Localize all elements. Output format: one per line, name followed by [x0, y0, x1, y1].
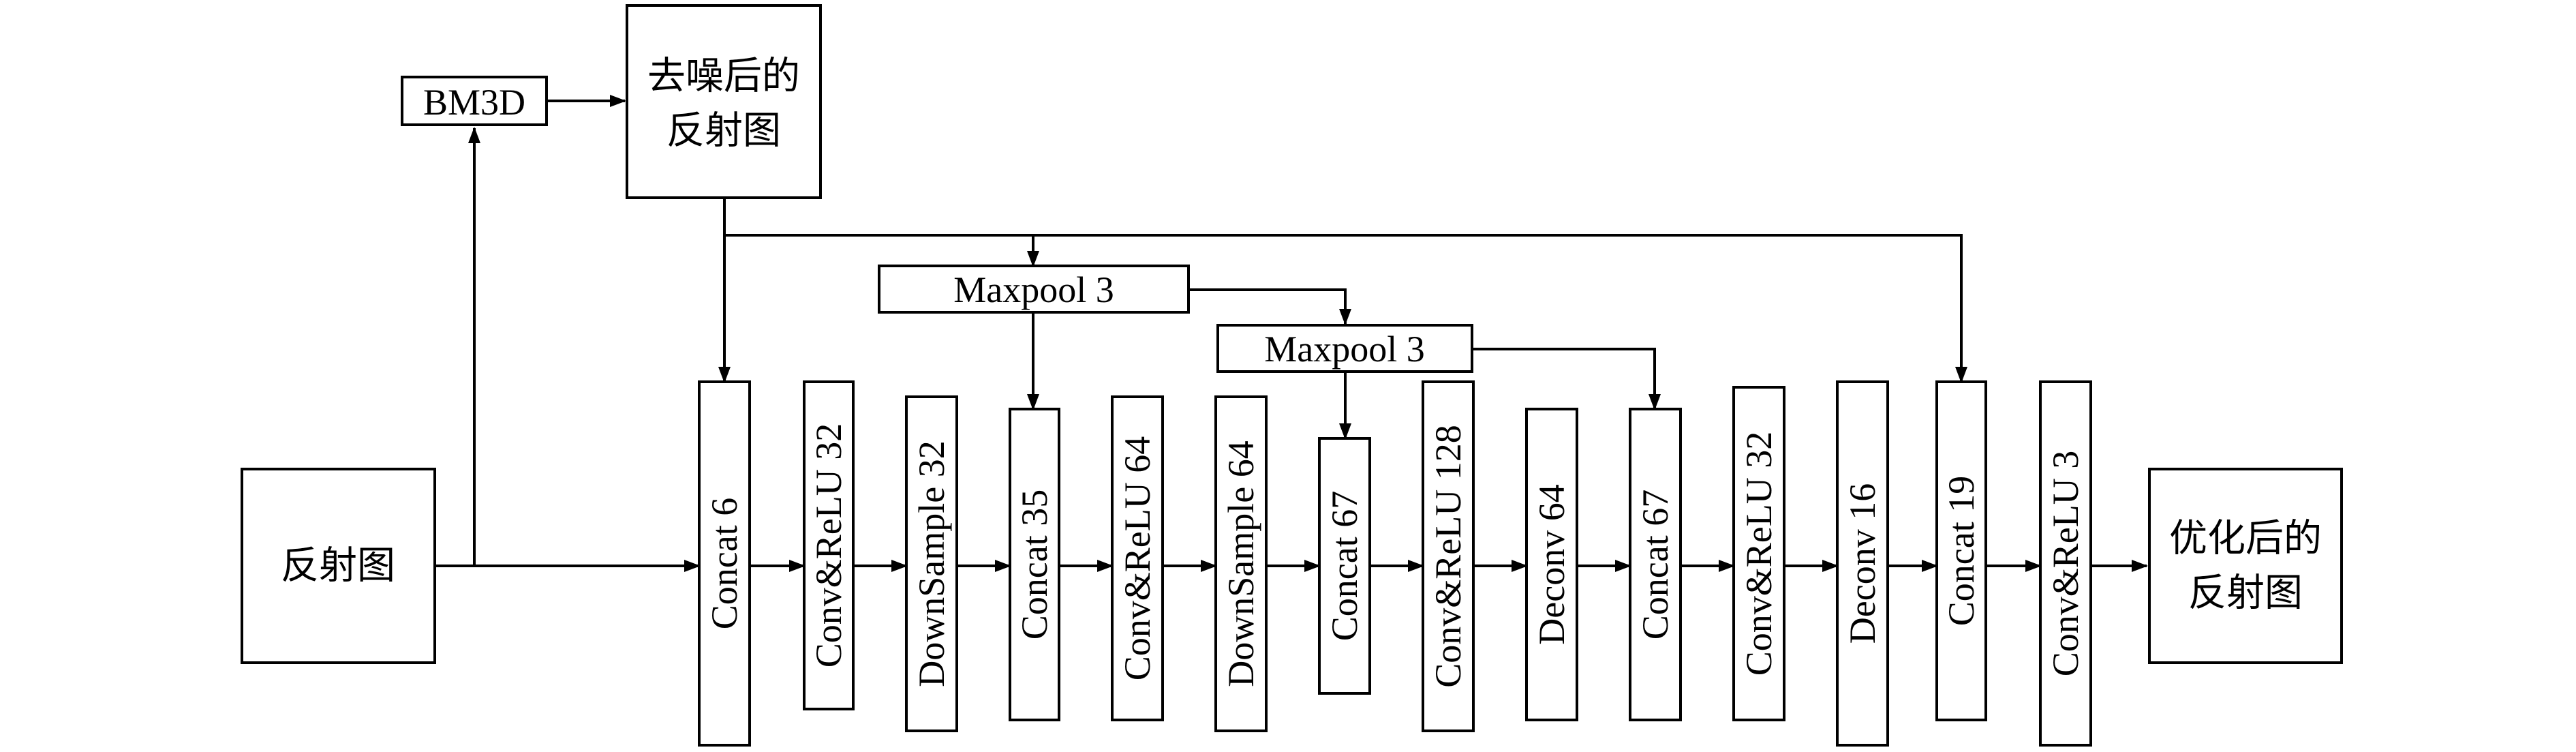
layer-label: Concat 67 — [1635, 490, 1676, 640]
layer-label: DownSample 64 — [1221, 440, 1261, 687]
layer-node: DownSample 32 — [905, 395, 958, 732]
maxpool-node-1: Maxpool 3 — [878, 265, 1190, 314]
layer-label: Deconv 16 — [1842, 483, 1883, 644]
layer-stack: Concat 6 Conv&ReLU 32 DownSample 32 Concat … — [698, 380, 2092, 747]
maxpool-node-2: Maxpool 3 — [1216, 324, 1473, 373]
layer-node: DownSample 64 — [1214, 395, 1268, 732]
layer-node: Conv&ReLU 32 — [1732, 386, 1785, 721]
layer-node: Concat 6 — [698, 380, 751, 747]
layer-label: Conv&ReLU 32 — [808, 423, 849, 668]
bm3d-node: BM3D — [401, 76, 548, 126]
maxpool1-to-maxpool2-line — [1189, 288, 1351, 325]
layer-node: Conv&ReLU 128 — [1422, 380, 1475, 732]
layer-label: Deconv 64 — [1531, 484, 1572, 644]
input-node: 反射图 — [241, 468, 436, 664]
layer-node: Concat 67 — [1318, 437, 1371, 695]
layer-node: Deconv 16 — [1836, 380, 1889, 747]
top-bus-line — [724, 234, 1967, 383]
output-label-line1: 优化后的 — [2169, 517, 2322, 561]
layer-label: Conv&ReLU 32 — [1738, 432, 1779, 676]
input-label: 反射图 — [281, 544, 395, 588]
layer-label: Concat 19 — [1941, 476, 1982, 626]
layer-node: Concat 19 — [1935, 380, 1987, 721]
denoised-label-line1: 去噪后的 — [647, 55, 800, 99]
layer-label: Conv&ReLU 64 — [1117, 436, 1158, 681]
bm3d-label: BM3D — [423, 82, 525, 123]
connections — [435, 95, 2148, 572]
denoised-node: 去噪后的 反射图 — [626, 4, 822, 199]
maxpool2-to-concat67b-line — [1472, 348, 1661, 410]
layer-node: Conv&ReLU 3 — [2039, 380, 2092, 747]
denoised-label-line2: 反射图 — [666, 109, 781, 153]
layer-node: Concat 67 — [1629, 408, 1682, 721]
layer-label: Concat 67 — [1324, 491, 1365, 641]
maxpool-label-2: Maxpool 3 — [1264, 329, 1425, 370]
layer-node: Concat 35 — [1009, 408, 1060, 721]
layer-node: Conv&ReLU 32 — [803, 380, 855, 710]
output-node: 优化后的 反射图 — [2148, 468, 2343, 664]
layer-label: Concat 6 — [704, 498, 745, 629]
layer-label: Concat 35 — [1014, 490, 1055, 640]
layer-label: Conv&ReLU 3 — [2045, 451, 2086, 677]
output-label-line2: 反射图 — [2188, 571, 2303, 616]
layer-node: Deconv 64 — [1525, 408, 1578, 721]
layer-label: DownSample 32 — [911, 440, 952, 687]
layer-label: Conv&ReLU 128 — [1428, 425, 1469, 688]
maxpool-label-1: Maxpool 3 — [953, 269, 1114, 310]
layer-node: Conv&ReLU 64 — [1111, 395, 1164, 721]
